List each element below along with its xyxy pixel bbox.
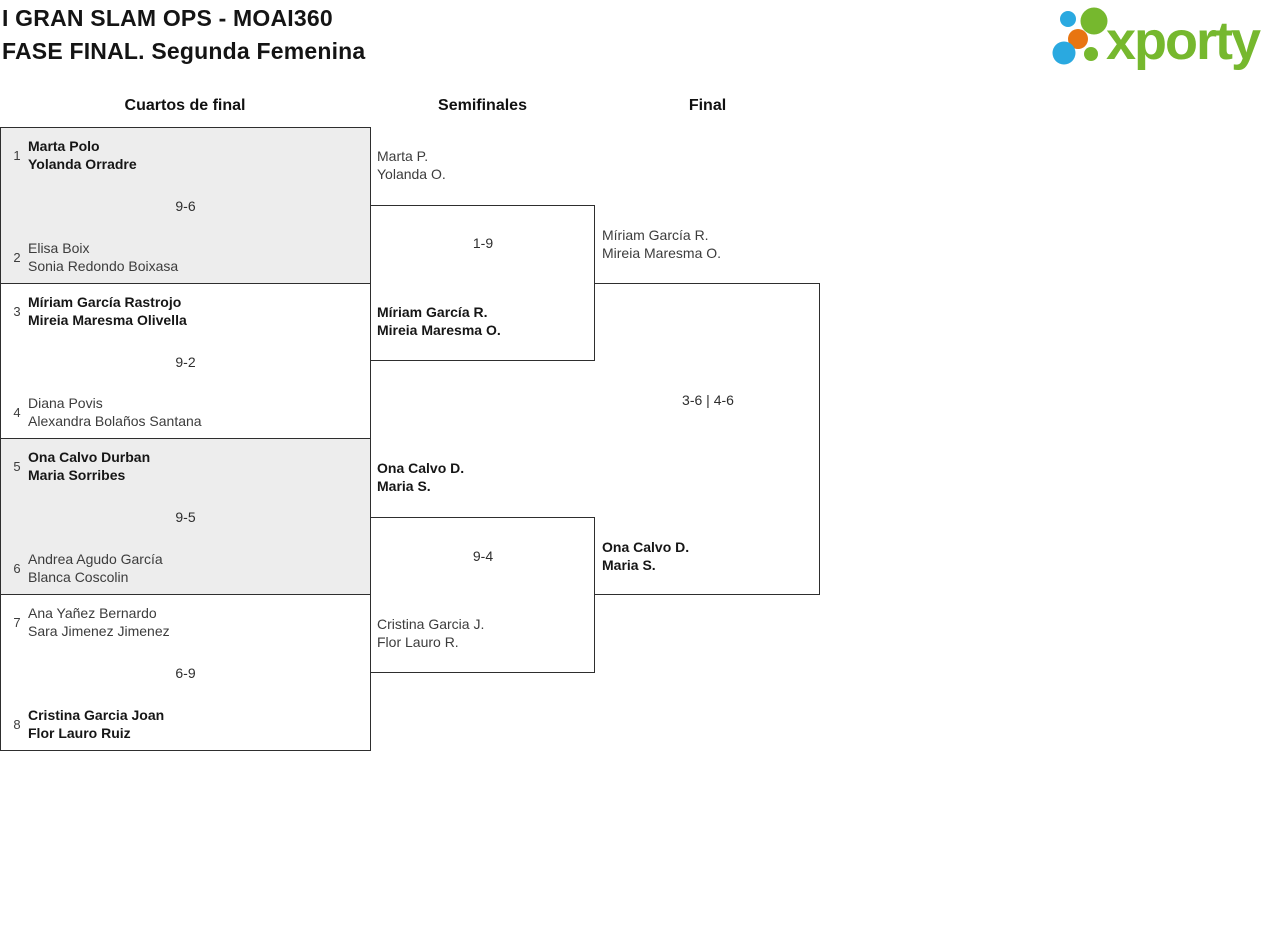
xporty-logo-icon: xporty xyxy=(1052,7,1263,71)
player-name: Mireia Maresma O. xyxy=(602,245,722,261)
xporty-wordmark: xporty xyxy=(1106,11,1261,71)
team-names: Cristina Garcia Joan Flor Lauro Ruiz xyxy=(28,706,164,742)
player-name: Sara Jimenez Jimenez xyxy=(28,623,170,639)
player-name: Blanca Coscolin xyxy=(28,569,129,585)
player-name: Míriam García Rastrojo xyxy=(28,294,182,310)
player-name: Ona Calvo D. xyxy=(602,539,690,555)
player-name: Marta Polo xyxy=(28,138,100,154)
team-names: Ana Yañez Bernardo Sara Jimenez Jimenez xyxy=(28,604,170,640)
player-name: Flor Lauro Ruiz xyxy=(28,725,131,741)
seed-number: 7 xyxy=(13,614,21,630)
seed-number: 6 xyxy=(13,560,21,576)
round-header-quarterfinals: Cuartos de final xyxy=(124,97,246,114)
round-header-final: Final xyxy=(688,97,727,114)
player-name: Yolanda Orradre xyxy=(28,156,137,172)
page-title: I GRAN SLAM OPS - MOAI360 FASE FINAL. Se… xyxy=(2,2,365,68)
team-row: 5 Ona Calvo Durban Maria Sorribes xyxy=(1,448,370,484)
player-name: Maria Sorribes xyxy=(28,467,126,483)
final-bottom-team: Ona Calvo D. Maria S. xyxy=(602,538,689,574)
player-name: Diana Povis xyxy=(28,395,103,411)
team-row: 6 Andrea Agudo García Blanca Coscolin xyxy=(1,550,370,586)
semifinal-1-top-team: Marta P. Yolanda O. xyxy=(377,147,446,183)
match-quarterfinal-3: 5 Ona Calvo Durban Maria Sorribes 9-5 6 … xyxy=(0,438,371,595)
player-name: Cristina Garcia Joan xyxy=(28,707,165,723)
semifinal-1-score: 1-9 xyxy=(472,235,494,251)
match-quarterfinal-4: 7 Ana Yañez Bernardo Sara Jimenez Jimene… xyxy=(0,594,371,751)
match-semifinal-2-box xyxy=(370,517,595,673)
team-row: 2 Elisa Boix Sonia Redondo Boixasa xyxy=(1,239,370,275)
tournament-title: I GRAN SLAM OPS - MOAI360 xyxy=(2,5,333,31)
player-name: Elisa Boix xyxy=(28,240,90,256)
match-quarterfinal-2: 3 Míriam García Rastrojo Mireia Maresma … xyxy=(0,283,371,439)
player-name: Mireia Maresma O. xyxy=(377,322,501,338)
player-name: Marta P. xyxy=(377,148,429,164)
player-name: Míriam García R. xyxy=(377,304,488,320)
match-quarterfinal-1: 1 Marta Polo Yolanda Orradre 9-6 2 Elisa… xyxy=(0,127,371,284)
team-names: Ona Calvo Durban Maria Sorribes xyxy=(28,448,150,484)
player-name: Ona Calvo Durban xyxy=(28,449,151,465)
match-semifinal-1-box xyxy=(370,205,595,361)
match-score: 9-6 xyxy=(175,198,196,214)
player-name: Maria S. xyxy=(377,478,431,494)
team-row: 3 Míriam García Rastrojo Mireia Maresma … xyxy=(1,293,370,329)
player-name: Maria S. xyxy=(602,557,656,573)
seed-number: 3 xyxy=(13,303,21,319)
team-names: Andrea Agudo García Blanca Coscolin xyxy=(28,550,163,586)
logo-dot-green-small xyxy=(1084,47,1098,61)
team-names: Diana Povis Alexandra Bolaños Santana xyxy=(28,394,202,430)
match-final-box xyxy=(595,283,820,595)
logo-dot-blue-large xyxy=(1052,41,1076,65)
match-score: 9-5 xyxy=(175,509,196,525)
logo-dot-blue-small xyxy=(1060,11,1076,27)
match-score: 6-9 xyxy=(175,665,196,681)
logo-dot-green-large xyxy=(1080,7,1108,35)
seed-number: 4 xyxy=(13,404,21,420)
semifinal-2-top-team: Ona Calvo D. Maria S. xyxy=(377,459,464,495)
player-name: Ana Yañez Bernardo xyxy=(28,605,157,621)
seed-number: 5 xyxy=(13,458,21,474)
team-row: 4 Diana Povis Alexandra Bolaños Santana xyxy=(1,394,370,430)
semifinal-2-score: 9-4 xyxy=(472,548,494,564)
team-names: Míriam García Rastrojo Mireia Maresma Ol… xyxy=(28,293,187,329)
final-top-team: Míriam García R. Mireia Maresma O. xyxy=(602,226,721,262)
player-name: Sonia Redondo Boixasa xyxy=(28,258,179,274)
semifinal-2-bottom-team: Cristina Garcia J. Flor Lauro R. xyxy=(377,615,484,651)
player-name: Alexandra Bolaños Santana xyxy=(28,413,202,429)
team-row: 1 Marta Polo Yolanda Orradre xyxy=(1,137,370,173)
seed-number: 2 xyxy=(13,249,21,265)
player-name: Míriam García R. xyxy=(602,227,709,243)
final-score: 3-6 | 4-6 xyxy=(682,392,734,408)
player-name: Andrea Agudo García xyxy=(28,551,163,567)
phase-subtitle: FASE FINAL. Segunda Femenina xyxy=(2,38,366,64)
player-name: Cristina Garcia J. xyxy=(377,616,485,632)
seed-number: 1 xyxy=(13,147,21,163)
seed-number: 8 xyxy=(13,716,21,732)
semifinal-1-bottom-team: Míriam García R. Mireia Maresma O. xyxy=(377,303,501,339)
player-name: Flor Lauro R. xyxy=(377,634,459,650)
match-score: 9-2 xyxy=(175,353,196,370)
team-row: 8 Cristina Garcia Joan Flor Lauro Ruiz xyxy=(1,706,370,742)
logo-dot-orange xyxy=(1068,29,1088,49)
team-names: Elisa Boix Sonia Redondo Boixasa xyxy=(28,239,178,275)
player-name: Ona Calvo D. xyxy=(377,460,465,476)
player-name: Mireia Maresma Olivella xyxy=(28,312,187,328)
round-header-semifinals: Semifinales xyxy=(438,97,527,114)
team-row: 7 Ana Yañez Bernardo Sara Jimenez Jimene… xyxy=(1,604,370,640)
player-name: Yolanda O. xyxy=(377,166,446,182)
team-names: Marta Polo Yolanda Orradre xyxy=(28,137,137,173)
